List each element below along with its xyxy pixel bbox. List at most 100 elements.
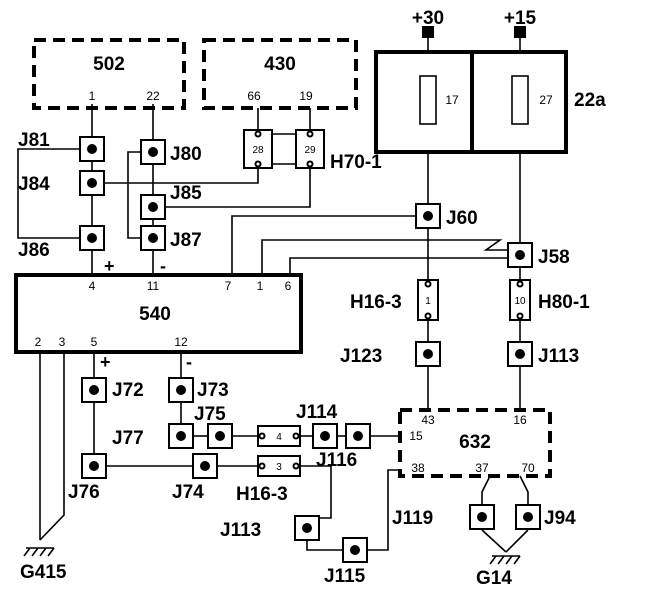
plug-h16-3-label: H16-3 (350, 292, 402, 313)
fuse-17-icon (419, 75, 437, 125)
junction-j76: J76 (68, 453, 107, 503)
svg-text:3: 3 (59, 335, 66, 349)
junction-j94: J94 (515, 504, 576, 530)
fuse-27-icon (511, 75, 529, 125)
svg-text:J87: J87 (170, 230, 202, 251)
svg-text:2: 2 (35, 335, 42, 349)
junction-j114: J114 (296, 402, 371, 449)
svg-text:-: - (186, 352, 192, 372)
svg-text:10: 10 (514, 296, 526, 307)
svg-text:+: + (104, 256, 115, 276)
junction-j73: J73 (168, 377, 229, 403)
svg-text:J60: J60 (446, 208, 478, 229)
svg-text:6: 6 (285, 279, 292, 293)
svg-text:G14: G14 (476, 568, 512, 589)
svg-text:J116: J116 (316, 450, 357, 471)
svg-text:16: 16 (513, 413, 527, 427)
junction-j72: J72 (81, 377, 144, 403)
svg-text:J115: J115 (324, 566, 366, 587)
junction-j75: J75 (194, 404, 233, 449)
svg-text:5: 5 (91, 335, 98, 349)
svg-text:38: 38 (411, 461, 425, 475)
junction-j84: J84 (18, 170, 105, 196)
svg-text:J74: J74 (172, 482, 204, 503)
svg-text:J113: J113 (220, 520, 261, 541)
svg-text:J113: J113 (538, 346, 579, 367)
svg-text:-: - (160, 256, 166, 276)
svg-text:J76: J76 (68, 482, 100, 503)
svg-text:J86: J86 (18, 240, 50, 261)
svg-text:J81: J81 (18, 130, 50, 151)
svg-text:J77: J77 (112, 428, 144, 449)
svg-text:70: 70 (521, 461, 535, 475)
plug-h16-3: 1 H16-3 (350, 279, 439, 321)
svg-text:J123: J123 (340, 346, 382, 367)
svg-text:66: 66 (247, 89, 261, 103)
supply-15-label: +15 (504, 8, 537, 29)
svg-text:28: 28 (252, 145, 264, 156)
terminal-30-icon (422, 26, 434, 38)
junction-j58: J58 (507, 242, 570, 268)
svg-text:7: 7 (225, 279, 232, 293)
plug-h70-1-label: H70-1 (330, 152, 382, 173)
svg-text:+: + (100, 352, 111, 372)
svg-text:29: 29 (304, 145, 316, 156)
supply-terminals: +30 +15 (412, 8, 537, 38)
svg-text:J119: J119 (392, 508, 433, 529)
terminal-15-icon (514, 26, 526, 38)
module-22a: 17 27 22a (374, 50, 606, 154)
svg-text:J73: J73 (197, 380, 229, 401)
polarity-signs: + - + - (100, 256, 192, 372)
junction-j123: J123 (340, 341, 441, 367)
junction-j113-right: J113 (507, 341, 579, 367)
module-540-label: 540 (139, 304, 171, 325)
module-22a-label: 22a (574, 90, 606, 111)
junction-j119: J119 (392, 504, 495, 530)
module-502: 502 1 22 (32, 38, 186, 110)
svg-text:J114: J114 (296, 402, 338, 423)
svg-text:3: 3 (276, 462, 282, 473)
junction-j113-left: J113 (220, 515, 320, 541)
junction-j116: J116 (316, 450, 357, 471)
svg-text:1: 1 (425, 296, 431, 307)
module-430: 430 66 19 (202, 38, 358, 110)
junction-j86: J86 (18, 225, 105, 261)
plug-h16-3-lower: 4 3 H16-3 (236, 425, 301, 505)
svg-text:J75: J75 (194, 404, 226, 425)
junction-j80: J80 (140, 139, 202, 165)
svg-text:12: 12 (174, 335, 188, 349)
svg-text:G415: G415 (20, 562, 67, 583)
module-540: 540 4 11 7 1 6 2 3 5 12 (14, 273, 303, 354)
junction-j115: J115 (324, 537, 368, 587)
plug-h16-3-lower-label: H16-3 (236, 484, 288, 505)
module-502-label: 502 (93, 54, 125, 75)
svg-text:17: 17 (445, 93, 459, 107)
plug-h80-1: 10 H80-1 (509, 279, 590, 321)
plug-h80-1-label: H80-1 (538, 292, 590, 313)
svg-text:11: 11 (147, 279, 160, 293)
junction-j77: J77 (112, 423, 194, 449)
svg-text:1: 1 (257, 279, 264, 293)
junction-j60: J60 (415, 203, 478, 229)
svg-text:J80: J80 (170, 144, 202, 165)
svg-text:J94: J94 (544, 508, 576, 529)
junction-j85: J85 (140, 183, 202, 220)
ground-g415: G415 (20, 547, 67, 583)
svg-text:27: 27 (539, 93, 553, 107)
svg-text:15: 15 (409, 429, 423, 443)
module-632: 632 43 16 15 38 37 70 (398, 408, 552, 478)
junction-j87: J87 (140, 225, 202, 251)
module-632-label: 632 (459, 432, 491, 453)
svg-text:4: 4 (276, 432, 282, 443)
svg-text:4: 4 (89, 279, 96, 293)
svg-text:J72: J72 (112, 380, 144, 401)
svg-text:J84: J84 (18, 174, 50, 195)
svg-text:43: 43 (421, 413, 435, 427)
junction-j81: J81 (18, 130, 105, 162)
svg-text:22: 22 (146, 89, 160, 103)
svg-text:J85: J85 (170, 183, 202, 204)
ground-g14: G14 (476, 555, 521, 589)
svg-text:37: 37 (475, 461, 489, 475)
svg-text:1: 1 (89, 89, 96, 103)
plug-h70-1: 28 29 H70-1 (243, 129, 382, 173)
